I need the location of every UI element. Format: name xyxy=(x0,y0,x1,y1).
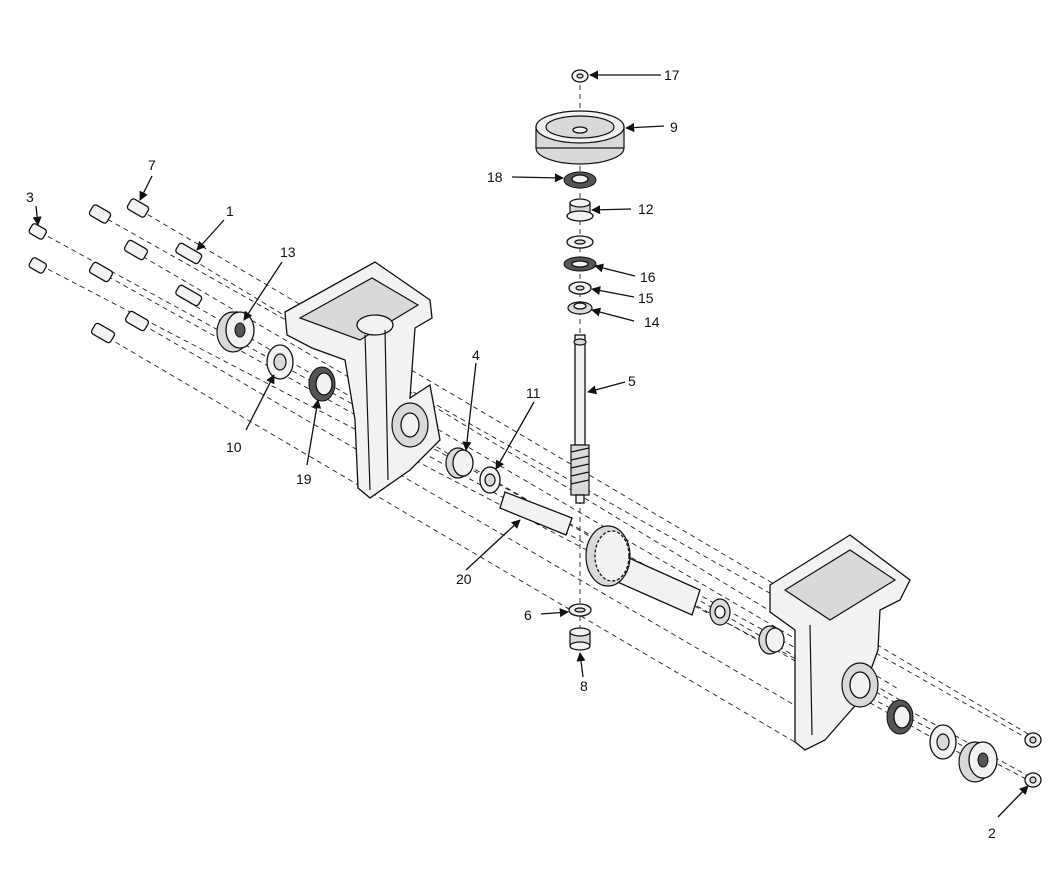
callout-18: 18 xyxy=(487,169,503,185)
bolt-group-left xyxy=(28,198,203,344)
bolt-g xyxy=(90,322,116,344)
bolt-e xyxy=(175,284,203,307)
washer-14 xyxy=(567,301,593,315)
callout-10: 10 xyxy=(226,439,242,455)
callout-4: 4 xyxy=(472,347,480,363)
seal-right xyxy=(886,699,914,735)
washer-right xyxy=(929,724,957,760)
bushing-right xyxy=(758,625,785,655)
callout-2: 2 xyxy=(988,825,996,841)
thrust-bearing-16 xyxy=(563,256,597,272)
bolt-f xyxy=(124,310,150,332)
callout-11: 11 xyxy=(526,385,541,401)
callout-9: 9 xyxy=(670,119,678,135)
callout-1: 1 xyxy=(226,203,234,219)
bushing-4 xyxy=(445,447,474,479)
housing-left xyxy=(284,261,441,499)
callout-3: 3 xyxy=(26,189,34,205)
bearing-18 xyxy=(563,171,597,189)
callout-16: 16 xyxy=(640,269,656,285)
housing-right xyxy=(769,534,911,751)
washer-6 xyxy=(568,603,592,617)
washer-11 xyxy=(479,466,501,494)
callout-7: 7 xyxy=(148,157,156,173)
bolt-a xyxy=(88,204,112,224)
washer-10 xyxy=(266,344,294,380)
bolt-3 xyxy=(28,223,47,240)
washer-15 xyxy=(568,281,592,295)
callout-6: 6 xyxy=(524,607,532,623)
collar-13 xyxy=(216,311,255,353)
callout-19: 19 xyxy=(296,471,312,487)
bolt-d xyxy=(88,261,114,283)
bushing-8 xyxy=(569,627,591,651)
bolt-c xyxy=(28,257,47,274)
shaft-20 xyxy=(499,491,573,536)
nut-right-top xyxy=(1024,732,1042,748)
bolt-7 xyxy=(126,198,150,218)
bolt-b xyxy=(123,239,149,261)
nut-2 xyxy=(1024,772,1042,788)
bolt-1 xyxy=(175,242,203,265)
callout-12: 12 xyxy=(638,201,654,217)
washer-a xyxy=(566,235,594,249)
callout-13: 13 xyxy=(280,244,296,260)
axle-gear xyxy=(585,525,731,626)
bushing-12 xyxy=(566,198,594,222)
worm-shaft-5 xyxy=(570,334,590,504)
callout-15: 15 xyxy=(638,290,654,306)
callout-17: 17 xyxy=(664,67,680,83)
callout-5: 5 xyxy=(628,373,636,389)
callout-labels: 1 2 3 4 5 6 7 8 9 10 11 12 13 14 15 16 1… xyxy=(26,67,996,841)
callout-14: 14 xyxy=(644,314,660,330)
seal-19 xyxy=(308,366,336,402)
nut-17 xyxy=(571,69,589,83)
collar-right xyxy=(958,741,998,783)
callout-20: 20 xyxy=(456,571,472,587)
leader-lines xyxy=(32,70,1029,818)
assembly-lines xyxy=(39,85,1033,783)
callout-8: 8 xyxy=(580,678,588,694)
pulley-9 xyxy=(535,110,625,165)
